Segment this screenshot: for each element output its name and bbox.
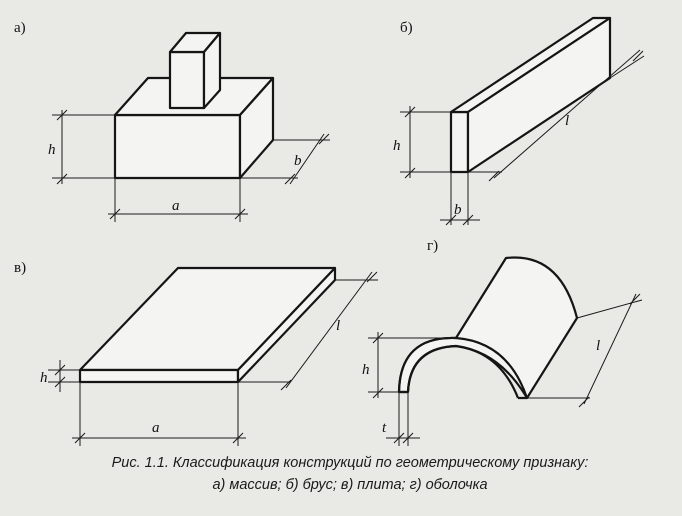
dim-label-b: b: [454, 202, 462, 218]
panel-b-tag: б): [400, 20, 413, 36]
dim-line-b: [240, 133, 330, 185]
panel-a-massive: а) h b a: [14, 20, 330, 222]
dim-label-l: l: [336, 318, 340, 334]
dim-label-t: t: [382, 420, 387, 436]
shell-arch-ends: [399, 390, 527, 400]
panel-c-tag: в): [14, 260, 26, 276]
panel-d-tag: г): [427, 238, 438, 254]
panel-c-slab: в) h l a: [14, 260, 378, 446]
caption-title: Рис. 1.1. Классификация конструкций по г…: [111, 455, 589, 471]
dim-line-h: [52, 109, 115, 185]
dim-line-a: [72, 382, 246, 446]
dim-line-l: [527, 293, 643, 408]
dim-label-b: b: [294, 153, 302, 169]
dim-line-h: [48, 360, 80, 392]
dim-label-h: h: [362, 362, 370, 378]
dim-label-h: h: [393, 138, 401, 154]
dim-label-h: h: [48, 142, 56, 158]
shell-surface: [397, 256, 579, 400]
dim-label-l: l: [565, 113, 569, 129]
cube-side-face: [202, 31, 222, 110]
dim-line-a: [108, 178, 248, 222]
dim-line-t: [386, 392, 420, 446]
dim-line-h: [368, 332, 456, 399]
panel-d-shell: г) h l t: [362, 238, 643, 446]
cube-front-face: [168, 50, 206, 110]
caption-legend: а) массив; б) брус; в) плита; г) оболочк…: [212, 477, 488, 493]
block-front-face: [113, 113, 242, 180]
dim-label-a: a: [152, 420, 160, 436]
dim-label-a: a: [172, 198, 180, 214]
panel-b-beam: б) h l b: [393, 16, 645, 226]
dim-line-h: [400, 106, 451, 179]
dim-label-h: h: [40, 370, 48, 386]
dim-label-l: l: [596, 338, 600, 354]
beam-end-face: [449, 110, 470, 174]
slab-front-face: [78, 368, 240, 384]
figure-caption: Рис. 1.1. Классификация конструкций по г…: [40, 452, 660, 496]
shell-inner-arch: [406, 344, 520, 399]
panel-a-tag: а): [14, 20, 26, 36]
dim-line-b: [440, 172, 480, 226]
dim-line-l: [238, 271, 378, 391]
dim-line-l: [468, 49, 645, 182]
